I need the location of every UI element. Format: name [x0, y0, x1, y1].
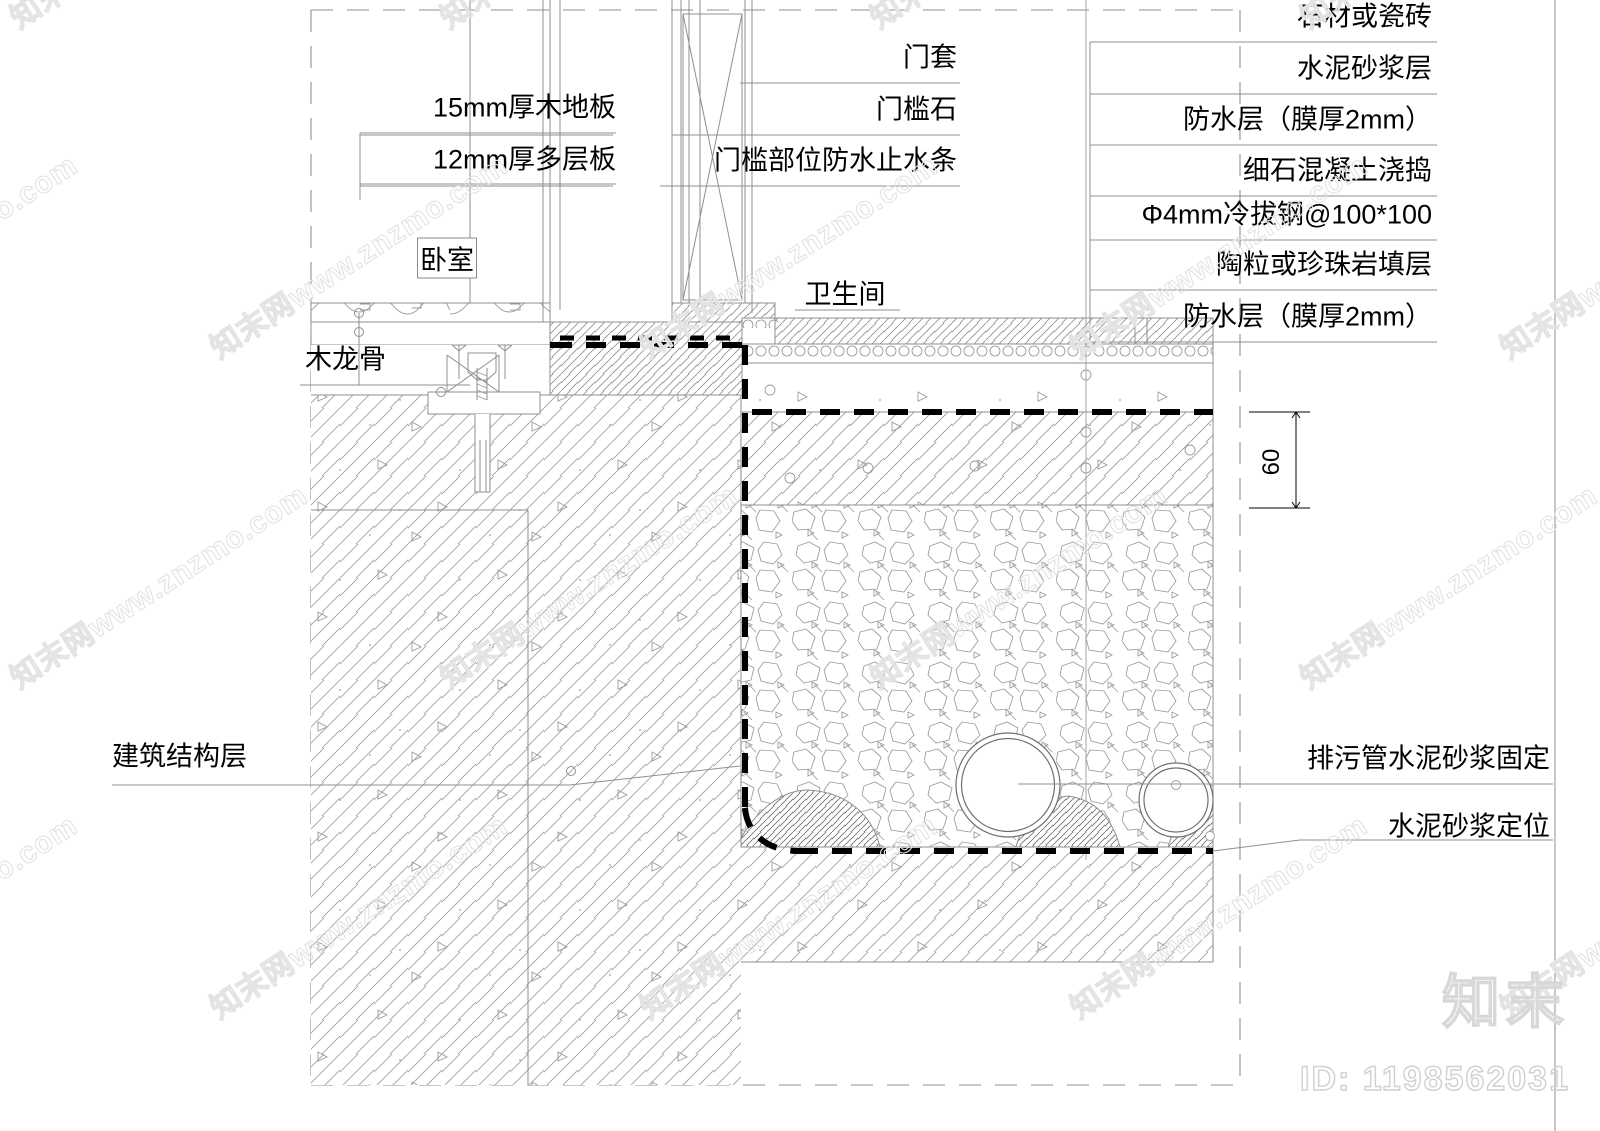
label-cement-mortar-layer: 水泥砂浆层 [1297, 53, 1432, 84]
label-wood-keel: 木龙骨 [305, 344, 386, 375]
label-door-casing: 门套 [903, 42, 957, 73]
wood-keel-detail [427, 344, 541, 493]
door-casing-frame [359, 0, 753, 322]
label-cold-drawn-steel-mesh: Φ4mm冷拔钢@100*100 [1141, 199, 1432, 230]
sewage-pipe-large [955, 732, 1061, 838]
label-plywood-12mm: 12mm厚多层板 [432, 144, 616, 175]
room-tag-bathroom: 卫生间 [804, 279, 886, 310]
label-waterproof-layer-top: 防水层（膜厚2mm） [1183, 104, 1432, 135]
label-building-structure-layer: 建筑结构层 [112, 741, 247, 772]
label-ceramsite-or-perlite-fill: 陶粒或珍珠岩填层 [1216, 249, 1432, 280]
drawing-id-text: ID: 1198562031 [1299, 1059, 1570, 1098]
label-wood-floor-15mm: 15mm厚木地板 [432, 92, 616, 123]
label-cement-mortar-positioning: 水泥砂浆定位 [1388, 811, 1550, 842]
building-structure-layer-body [311, 394, 1214, 1085]
bathroom-floor-buildup [740, 317, 1214, 848]
dimension-60 [1249, 411, 1310, 509]
label-threshold-stone: 门槛石 [876, 94, 957, 125]
waterproof-membrane-dashed [552, 342, 1213, 854]
label-waterproof-layer-bottom: 防水层（膜厚2mm） [1183, 301, 1432, 332]
dimension-value-60: 60 [1258, 448, 1285, 476]
label-fine-aggregate-concrete: 细石混凝土浇捣 [1243, 155, 1432, 186]
bedroom-floor-buildup [310, 302, 551, 493]
label-threshold-waterstop-strip: 门槛部位防水止水条 [714, 145, 957, 176]
waterproof-membrane-corner [550, 342, 748, 360]
leader-lines [112, 0, 1553, 852]
label-stone-or-tile: 石材或瓷砖 [1297, 1, 1432, 32]
room-tag-bedroom: 卧室 [417, 237, 477, 279]
brand-watermark: 知末 [1441, 969, 1570, 1036]
label-sewage-pipe-mortar-fixing: 排污管水泥砂浆固定 [1307, 743, 1550, 774]
